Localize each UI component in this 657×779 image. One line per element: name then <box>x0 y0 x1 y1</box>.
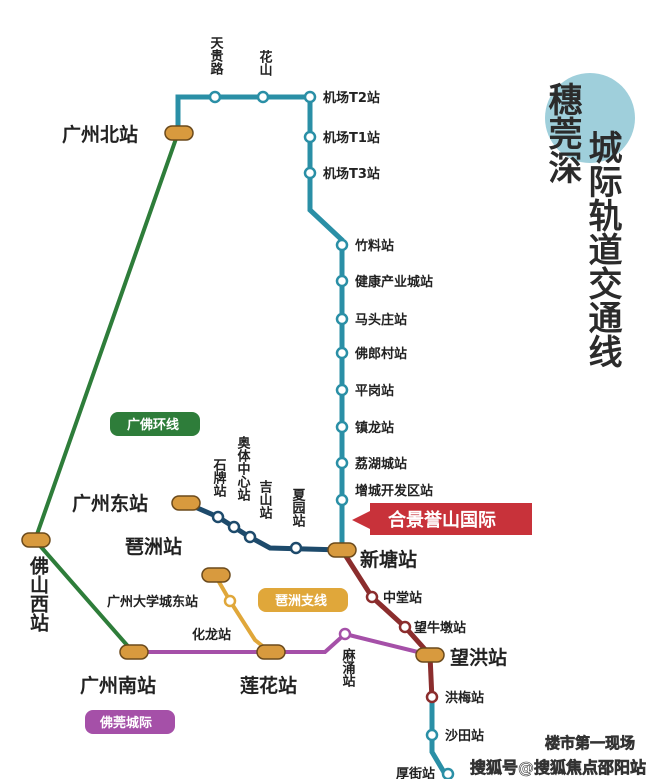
station-dot[interactable] <box>365 590 379 604</box>
station-dot[interactable] <box>243 530 257 544</box>
hub-guangzhou-south[interactable] <box>119 644 149 660</box>
label-wangniudun: 望牛墩站 <box>414 620 466 636</box>
station-dot[interactable] <box>303 130 317 144</box>
station-dot[interactable] <box>398 620 412 634</box>
station-dot[interactable] <box>335 312 349 326</box>
hub-guangzhou-east[interactable] <box>171 495 201 511</box>
callout-bg <box>370 503 532 535</box>
station-dots <box>208 90 455 779</box>
station-dot[interactable] <box>338 627 352 641</box>
watermark-line2: 搜狐号@搜狐焦点邵阳站 <box>470 758 646 777</box>
station-dot[interactable] <box>223 594 237 608</box>
title-part2: 城际轨道交通线 <box>582 130 622 368</box>
label-machong: 麻涌站 <box>340 647 357 688</box>
tag-guangfo-ring-bg <box>110 412 200 436</box>
label-pinggang: 平岗站 <box>355 383 394 399</box>
watermark-line1: 楼市第一现场 <box>545 734 635 752</box>
label-daxuecheng: 广州大学城东站 <box>107 594 198 610</box>
station-dot[interactable] <box>425 728 439 742</box>
label-t3: 机场T3站 <box>323 166 380 182</box>
station-dot[interactable] <box>335 493 349 507</box>
hub-lianhua[interactable] <box>256 644 286 660</box>
station-dot[interactable] <box>289 541 303 555</box>
station-dot[interactable] <box>335 274 349 288</box>
label-xintang: 新塘站 <box>360 548 417 571</box>
station-dot[interactable] <box>227 520 241 534</box>
line-suiguanshen <box>175 94 345 550</box>
label-matouzhuang: 马头庄站 <box>355 312 407 328</box>
label-zhongtang: 中堂站 <box>383 590 422 606</box>
label-xiayuan: 夏园站 <box>290 488 307 528</box>
station-dot[interactable] <box>335 456 349 470</box>
label-zhuliao: 竹料站 <box>354 238 394 254</box>
tag-guangfo-ring: 广佛环线 <box>127 417 179 433</box>
label-folangcun: 佛郎村站 <box>354 346 407 362</box>
label-tianguilu: 天贵路 <box>208 36 224 75</box>
label-zengcheng: 增城开发区站 <box>355 483 433 499</box>
label-lianhua: 莲花站 <box>240 674 297 697</box>
label-hualong: 化龙站 <box>192 627 231 643</box>
label-t1: 机场T1站 <box>323 130 380 146</box>
callout-label: 合景誉山国际 <box>388 509 496 531</box>
station-dot[interactable] <box>425 690 439 704</box>
tag-foguan: 佛莞城际 <box>99 715 152 731</box>
station-dot[interactable] <box>256 90 270 104</box>
label-huashan: 花山 <box>257 49 273 77</box>
label-pazhou: 琶洲站 <box>125 535 182 558</box>
tag-pazhou-branch: 琶洲支线 <box>275 593 327 609</box>
label-shatian: 沙田站 <box>445 728 484 744</box>
callout-pointer <box>352 510 372 530</box>
station-dot[interactable] <box>208 90 222 104</box>
label-jishan: 吉山站 <box>257 480 273 520</box>
hub-xintang[interactable] <box>327 542 357 558</box>
label-shipai: 石牌站 <box>211 458 228 498</box>
hub-foshan-west[interactable] <box>21 532 51 548</box>
line-guangfo-ring <box>32 132 180 654</box>
station-dot[interactable] <box>335 238 349 252</box>
line-foguan <box>133 631 431 657</box>
label-hongmei: 洪梅站 <box>445 690 484 706</box>
station-dot[interactable] <box>335 346 349 360</box>
label-jiankang: 健康产业城站 <box>355 274 433 290</box>
hub-pazhou[interactable] <box>201 567 231 583</box>
label-lihucheng: 荔湖城站 <box>354 456 407 472</box>
label-houjie: 厚街站 <box>396 766 435 779</box>
label-guangzhou-east: 广州东站 <box>72 492 148 515</box>
label-aoti: 奥体中心站 <box>235 435 251 502</box>
label-zhenlong: 镇龙站 <box>355 420 394 436</box>
station-dot[interactable] <box>303 90 317 104</box>
station-dot[interactable] <box>441 767 455 779</box>
label-guangzhou-south: 广州南站 <box>80 674 156 697</box>
label-t2: 机场T2站 <box>323 90 380 106</box>
title-circle <box>545 73 635 163</box>
tag-foguan-bg <box>85 710 175 734</box>
line-suiguanshen-south <box>429 700 451 779</box>
station-dot[interactable] <box>211 510 225 524</box>
tag-pazhou-branch-bg <box>258 588 348 612</box>
hub-guangzhou-north[interactable] <box>164 125 194 141</box>
station-dot[interactable] <box>335 383 349 397</box>
label-foshan-west: 佛山西站 <box>27 555 50 633</box>
label-wanghong: 望洪站 <box>450 646 507 669</box>
station-dot[interactable] <box>303 166 317 180</box>
station-dot[interactable] <box>335 420 349 434</box>
title-part1: 穗莞深 <box>542 82 582 184</box>
hub-wanghong[interactable] <box>415 647 445 663</box>
label-guangzhou-north: 广州北站 <box>62 123 138 146</box>
